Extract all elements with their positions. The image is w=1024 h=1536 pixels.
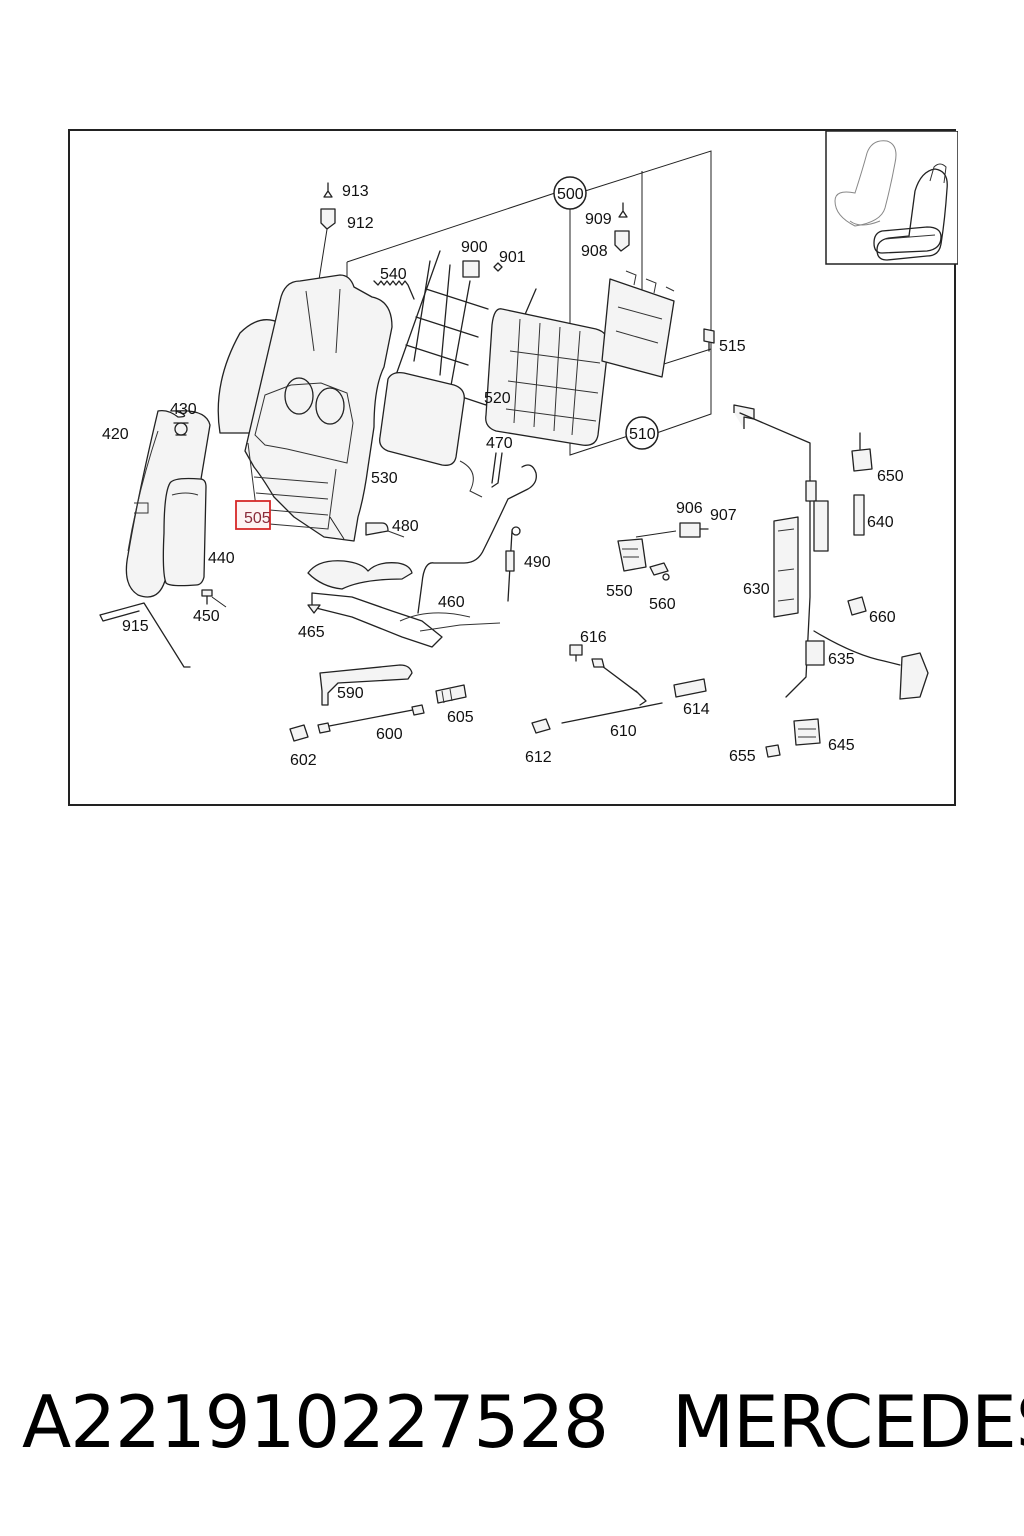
label-908: 908 [581, 243, 608, 260]
label-490: 490 [524, 554, 551, 571]
label-600: 600 [376, 726, 403, 743]
footer-caption: A221910227528 MERCEDES [22, 1372, 1024, 1472]
part-640-pin [853, 494, 865, 536]
label-610: 610 [610, 723, 637, 740]
part-600-shaft [317, 704, 425, 734]
label-616: 616 [580, 629, 607, 646]
label-480: 480 [392, 518, 419, 535]
part-460-cushion [307, 560, 501, 648]
seat-back-frame [217, 274, 393, 542]
part-470-clip [491, 452, 503, 488]
part-465-screw [307, 604, 321, 614]
part-520-mat [485, 308, 609, 446]
label-550: 550 [606, 583, 633, 600]
part-450-screw [201, 589, 227, 608]
part-500-control-module [601, 270, 675, 378]
label-630: 630 [743, 581, 770, 598]
label-515: 515 [719, 338, 746, 355]
part-660-plug [847, 596, 867, 616]
label-590: 590 [337, 685, 364, 702]
part-recliner-hinge [899, 652, 929, 700]
part-560-bolt [649, 562, 670, 581]
label-635: 635 [828, 651, 855, 668]
label-450: 450 [193, 608, 220, 625]
label-660: 660 [869, 609, 896, 626]
label-901: 901 [499, 249, 526, 266]
part-614-motor [673, 678, 707, 698]
part-440-panel [162, 477, 207, 587]
label-614: 614 [683, 701, 710, 718]
part-906-907-fastener [679, 522, 709, 538]
part-616-pin [569, 644, 583, 662]
label-500: 500 [557, 186, 584, 203]
part-430-clip [173, 422, 189, 436]
parts-diagram-frame: 505 [68, 129, 958, 806]
label-540: 540 [380, 266, 407, 283]
part-915-harness [99, 602, 191, 668]
part-610-shaft [561, 658, 663, 724]
circle-500: 500 [553, 176, 587, 210]
label-913: 913 [342, 183, 369, 200]
part-530-pad [379, 371, 483, 498]
brand-text: MERCEDES [671, 1380, 1024, 1464]
label-470: 470 [486, 435, 513, 452]
label-645: 645 [828, 737, 855, 754]
part-590-lever [319, 664, 413, 706]
label-612: 612 [525, 749, 552, 766]
label-907: 907 [710, 507, 737, 524]
label-520: 520 [484, 390, 511, 407]
seat-thumbnail-inset [825, 131, 958, 265]
label-530: 530 [371, 470, 398, 487]
part-612-end [531, 718, 551, 734]
part-550-actuator [617, 530, 677, 572]
label-430: 430 [170, 401, 197, 418]
label-505: 505 [244, 510, 271, 527]
circle-510: 510 [625, 416, 659, 450]
label-602: 602 [290, 752, 317, 769]
part-515-connector [703, 328, 715, 352]
part-605-motor [435, 684, 467, 704]
part-630-frame [733, 404, 901, 698]
label-510: 510 [629, 426, 656, 443]
parts-diagram: 505 [99, 131, 958, 769]
label-650: 650 [877, 468, 904, 485]
part-480-bracket [365, 522, 405, 538]
part-645-connector [793, 718, 821, 746]
fastener-symbols [320, 182, 630, 278]
label-440: 440 [208, 550, 235, 567]
label-605: 605 [447, 709, 474, 726]
part-635-switch [805, 640, 825, 666]
label-560: 560 [649, 596, 676, 613]
label-655: 655 [729, 748, 756, 765]
part-650-sensor [851, 432, 873, 472]
part-505-highlight[interactable]: 505 [235, 500, 271, 530]
label-900: 900 [461, 239, 488, 256]
label-909: 909 [585, 211, 612, 228]
label-906: 906 [676, 500, 703, 517]
label-915: 915 [122, 618, 149, 635]
label-460: 460 [438, 594, 465, 611]
label-912: 912 [347, 215, 374, 232]
part-602-end [289, 724, 309, 742]
label-420: 420 [102, 426, 129, 443]
part-540-spring [373, 280, 415, 300]
part-490-harness [417, 464, 537, 614]
part-655-clip [765, 744, 781, 758]
label-640: 640 [867, 514, 894, 531]
label-465: 465 [298, 624, 325, 641]
part-number-text: A221910227528 [22, 1380, 609, 1464]
